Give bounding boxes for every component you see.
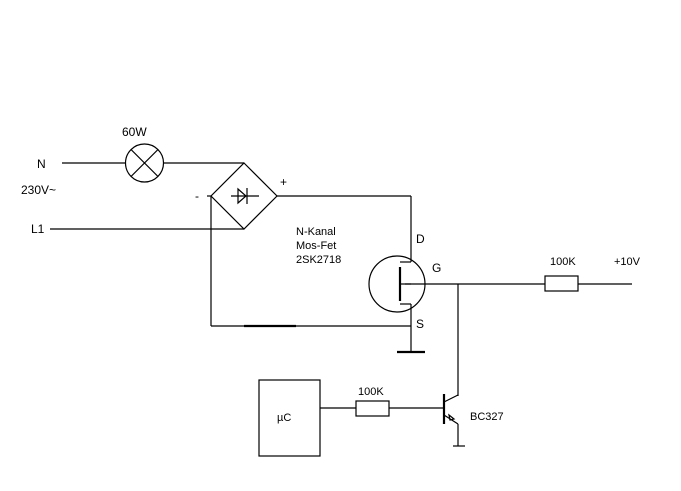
base-resistor-icon (355, 400, 390, 417)
line-label: L1 (31, 222, 45, 236)
pnp-transistor-icon (442, 394, 465, 447)
gate-resistor-label: 100K (550, 256, 576, 268)
microcontroller-block (258, 379, 321, 457)
mosfet-type-line2: Mos-Fet (296, 240, 336, 252)
supply-voltage-label: +10V (614, 256, 641, 268)
rectifier-plus-label: + (280, 175, 287, 189)
mosfet-type-line1: N-Kanal (296, 226, 336, 238)
drain-label: D (416, 232, 425, 246)
lamp-power-label: 60W (122, 125, 147, 139)
rectifier-minus-label: - (195, 189, 199, 203)
power-loop-wiring (210, 195, 412, 352)
microcontroller-label: µC (277, 412, 291, 424)
neutral-label: N (37, 157, 46, 171)
gate-resistor-icon (544, 275, 579, 292)
gate-label: G (432, 261, 441, 275)
base-resistor-label: 100K (358, 386, 384, 398)
n-channel-mosfet-icon (368, 255, 426, 313)
lamp-icon (124, 143, 165, 183)
transistor-part-label: BC327 (470, 411, 504, 423)
mains-input (50, 162, 244, 230)
mosfet-part-label: 2SK2718 (296, 254, 341, 266)
mains-voltage-label: 230V~ (21, 183, 56, 197)
gate-wiring (425, 283, 632, 396)
bridge-rectifier-icon (207, 162, 278, 230)
source-label: S (416, 317, 424, 331)
